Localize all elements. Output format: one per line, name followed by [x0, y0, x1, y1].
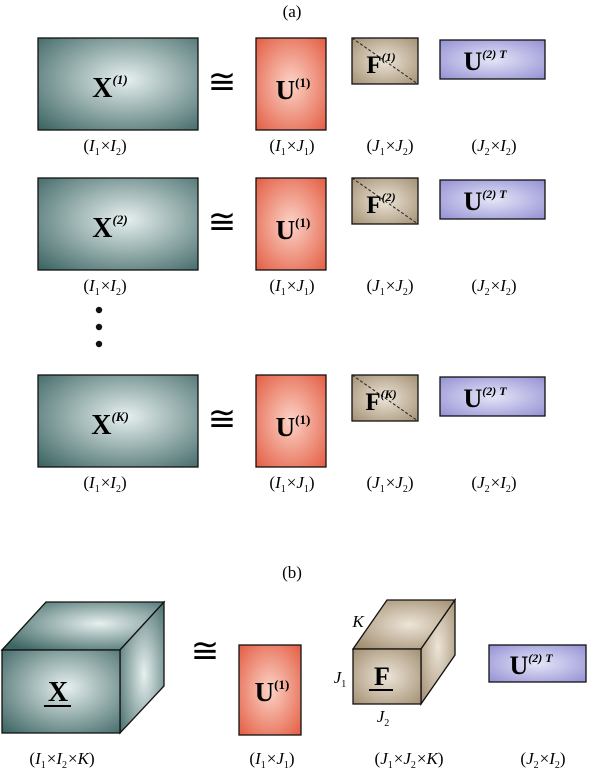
approx-symbol-b: ≅: [191, 633, 220, 670]
factor-u1-label: U(1): [276, 412, 311, 442]
factor-u2t-label: U(2) T: [463, 384, 507, 413]
core-f-label: F(1): [366, 50, 395, 79]
slice-x-block: [37, 374, 199, 468]
slice-x-block: [37, 177, 199, 271]
dim-label-f: (J1×J2): [366, 473, 413, 495]
core-dim-k: K: [351, 612, 365, 631]
tensor-x-front-face: [1, 649, 121, 734]
factor-u1-block: [255, 37, 327, 131]
core-dim-j2: J2: [377, 707, 390, 729]
core-f-label: F(K): [365, 387, 396, 416]
factor-u2t-label: U(2) T: [463, 47, 507, 76]
slice-x-label: X(K): [91, 409, 129, 441]
dim-label-u1: (I1×J1): [269, 136, 314, 158]
decomposition-row: X(1) ≅ U(1) F(1) U(2) T (I1×I2) (I1×J1) (J1×J2)…: [37, 37, 546, 158]
factor-u2t-rect-b: [488, 644, 587, 683]
approx-symbol: ≅: [208, 204, 237, 241]
decomposition-row: X(K) ≅ U(1) F(K) U(2) T (I1×I2) (I1×J1) (J1×J2)…: [37, 374, 546, 495]
factor-u2t-block: [439, 179, 546, 220]
ellipsis-dot: [95, 340, 103, 348]
slice-x-block: [37, 37, 199, 131]
dim-label-f: (J1×J2): [366, 276, 413, 298]
core-f-label: F(2): [366, 190, 395, 219]
factor-u2t-block: [439, 376, 546, 417]
dim-label-u2t: (J2×I2): [471, 276, 516, 298]
dim-label-u2t: (J2×I2): [471, 136, 516, 158]
factor-u2t-label-b: U(2) T: [509, 651, 553, 680]
factor-u1-block: [255, 374, 327, 468]
factor-u1-block-b: U(1): [238, 644, 302, 736]
core-f-label: F: [374, 662, 390, 691]
dim-label-x-b: (I1×I2×K): [29, 749, 94, 770]
slice-x-label: X(1): [92, 72, 127, 104]
vertical-ellipsis: ⋮: [95, 306, 103, 348]
factor-u2t-label: U(2) T: [463, 187, 507, 216]
core-tensor-f-box: F K J1 J2: [334, 597, 457, 729]
approx-symbol: ≅: [208, 64, 237, 101]
core-diagonal-line: [351, 177, 419, 225]
factor-u2t-block-b: U(2) T: [488, 644, 587, 683]
factor-u1-label: U(1): [276, 215, 311, 245]
core-diagonal-line: [351, 37, 419, 85]
panel-b-label: (b): [282, 563, 302, 582]
core-diagonal-line: [351, 374, 419, 422]
approx-symbol: ≅: [208, 401, 237, 438]
tensor-x-label: X: [48, 677, 68, 708]
core-f-front-face: [352, 648, 422, 705]
tensor-x-cube: X: [0, 600, 166, 735]
dim-label-u2t-b: (J2×I2): [520, 749, 565, 770]
dim-label-x: (I1×I2): [83, 136, 126, 158]
core-dim-j1: J1: [334, 668, 347, 690]
ellipsis-dot: [95, 323, 103, 331]
dim-label-u1: (I1×J1): [269, 276, 314, 298]
factor-u1-label-b: U(1): [255, 677, 290, 707]
dim-label-u2t: (J2×I2): [471, 473, 516, 495]
factor-u1-label: U(1): [276, 75, 311, 105]
ellipsis-dot: [95, 306, 103, 314]
panel-a-rows: X(1) ≅ U(1) F(1) U(2) T (I1×I2) (I1×J1) (J1×J2)…: [37, 37, 546, 495]
factor-u2t-block: [439, 39, 546, 80]
panel-a-label: (a): [283, 2, 302, 21]
dim-label-u1: (I1×J1): [269, 473, 314, 495]
dim-label-u1-b: (I1×J1): [249, 749, 294, 770]
dim-label-x: (I1×I2): [83, 276, 126, 298]
slice-x-label: X(2): [92, 212, 127, 244]
factor-u1-block: [255, 177, 327, 271]
decomposition-row: X(2) ≅ U(1) F(2) U(2) T (I1×I2) (I1×J1) (J1×J2)…: [37, 177, 546, 298]
dim-label-x: (I1×I2): [83, 473, 126, 495]
dim-label-f-b: (J1×J2×K): [375, 749, 444, 770]
factor-u1-rect-b: [238, 644, 302, 736]
dim-label-f: (J1×J2): [366, 136, 413, 158]
